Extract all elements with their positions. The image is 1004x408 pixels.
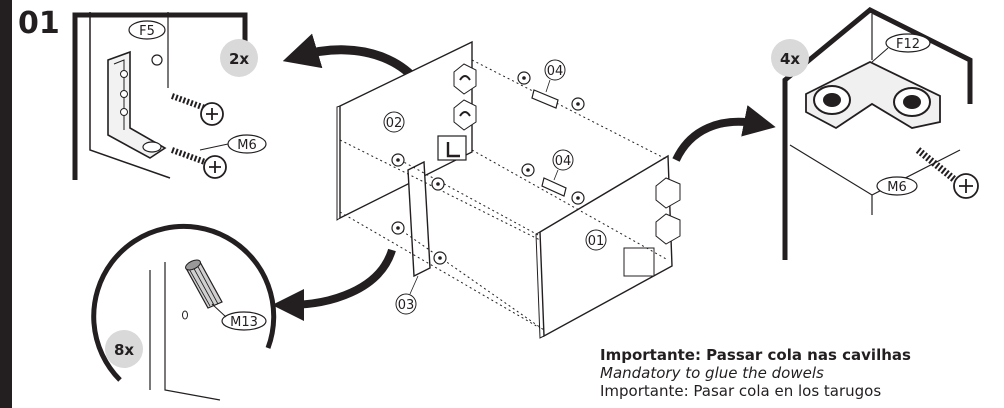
svg-text:4x: 4x bbox=[780, 50, 800, 68]
svg-text:M6: M6 bbox=[237, 138, 257, 153]
arrow-to-fitting-callout bbox=[672, 105, 776, 162]
note-spanish: Importante: Pasar cola en los tarugos bbox=[600, 382, 882, 400]
quantity-badge-4x: 4x bbox=[771, 39, 809, 77]
back-panel: 02 bbox=[336, 40, 477, 221]
screw-m6-icon bbox=[915, 147, 979, 199]
bracket-f5-icon bbox=[107, 50, 167, 159]
page-edge-bar bbox=[0, 0, 12, 408]
screw-m6-icon bbox=[170, 93, 224, 126]
bracket-f5-icon bbox=[437, 135, 467, 161]
callout-corner-fitting-detail: F12 M6 4x bbox=[771, 7, 979, 260]
step-number: 01 bbox=[18, 6, 60, 41]
svg-text:04: 04 bbox=[555, 154, 572, 169]
label-m6: M6 bbox=[227, 134, 267, 154]
fitting-upper: 04 bbox=[531, 59, 566, 109]
fastener-centers bbox=[396, 76, 580, 260]
glue-instruction-note: Importante: Passar cola nas cavilhas Man… bbox=[600, 346, 1004, 400]
svg-text:2x: 2x bbox=[229, 50, 249, 68]
note-portuguese: Importante: Passar cola nas cavilhas bbox=[600, 346, 911, 364]
svg-text:M6: M6 bbox=[887, 180, 907, 195]
divider-panel: 03 bbox=[395, 160, 431, 315]
label-f12: F12 bbox=[885, 33, 931, 53]
callout-dowel-detail: M13 8x bbox=[91, 223, 277, 401]
label-m6: M6 bbox=[876, 176, 918, 196]
svg-text:8x: 8x bbox=[114, 341, 134, 359]
screw-m6-icon bbox=[170, 147, 227, 179]
svg-text:03: 03 bbox=[398, 298, 415, 313]
note-english: Mandatory to glue the dowels bbox=[600, 364, 824, 382]
arrow-to-dowel-callout bbox=[272, 248, 396, 321]
callout-bracket-detail: F5 M6 2x bbox=[72, 12, 267, 180]
dowel-m13-icon bbox=[185, 259, 223, 309]
quantity-badge-8x: 8x bbox=[105, 330, 143, 368]
label-f5: F5 bbox=[128, 20, 166, 40]
svg-text:M13: M13 bbox=[230, 315, 258, 330]
svg-text:F12: F12 bbox=[896, 37, 920, 52]
fitting-lower: 04 bbox=[541, 149, 574, 197]
svg-text:04: 04 bbox=[547, 64, 564, 79]
label-m13: M13 bbox=[221, 311, 267, 331]
svg-text:F5: F5 bbox=[139, 24, 155, 39]
exploded-assembly: 02 03 bbox=[336, 40, 681, 339]
svg-text:02: 02 bbox=[386, 116, 403, 131]
svg-text:01: 01 bbox=[588, 234, 605, 249]
corner-fitting-f12-icon bbox=[805, 60, 941, 130]
quantity-badge-2x: 2x bbox=[220, 39, 258, 77]
front-panel: 01 bbox=[535, 154, 681, 339]
